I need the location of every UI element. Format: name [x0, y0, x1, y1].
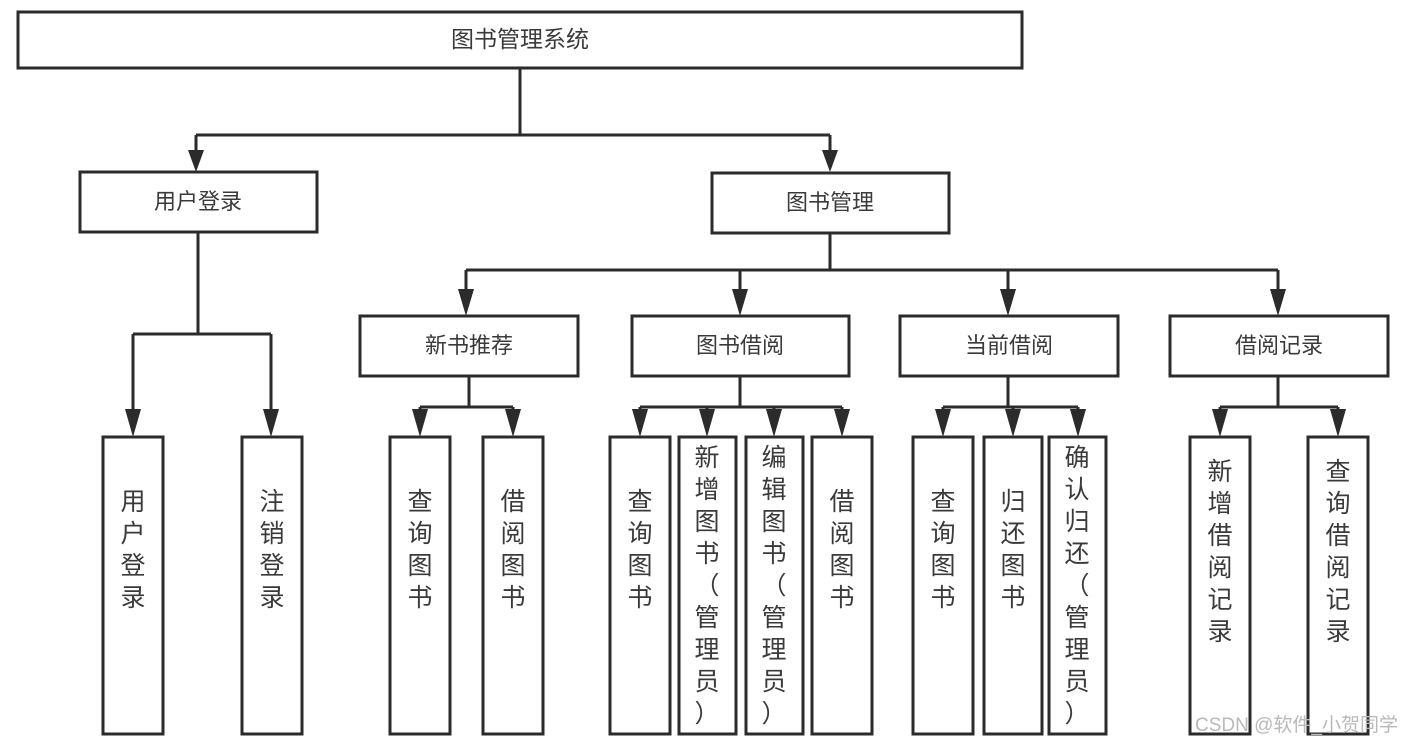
- node-new-book-recommend-box: [358, 314, 580, 378]
- leaf-node-borrow-query[interactable]: 查询图书: [608, 435, 672, 736]
- leaf-node-current-confirm-return-label: 确认归还（管理员）: [1064, 444, 1089, 728]
- arrow-book-borrow-leaf3: [766, 409, 782, 437]
- leaf-node-borrow-borrow-book[interactable]: 借阅图书: [810, 435, 874, 736]
- leaf-node-newbook-query[interactable]: 查询图书: [388, 435, 452, 736]
- leaf-node-newbook-borrow-box: [481, 435, 545, 736]
- node-book-borrow-label: 图书借阅: [696, 333, 784, 358]
- leaf-node-user-logout-label: 注销登录: [259, 488, 284, 612]
- arrow-user-login-leaf1: [125, 409, 141, 437]
- node-borrow-record-box: [1168, 314, 1390, 378]
- leaf-node-record-add-box: [1188, 435, 1252, 736]
- node-borrow-record-label: 借阅记录: [1235, 333, 1323, 358]
- node-borrow-record[interactable]: 借阅记录: [1168, 314, 1390, 378]
- leaf-node-borrow-borrow-book-label: 借阅图书: [829, 488, 854, 612]
- arrow-borrow-record-leaf1: [1212, 409, 1228, 437]
- node-current-borrow[interactable]: 当前借阅: [898, 314, 1120, 378]
- leaf-node-current-confirm-return-box: [1047, 435, 1108, 736]
- leaf-node-borrow-edit-book-box: [744, 435, 805, 736]
- leaf-node-user-logout[interactable]: 注销登录: [240, 435, 304, 736]
- node-user-login-box: [78, 170, 319, 234]
- leaf-node-current-query-label: 查询图书: [930, 488, 955, 612]
- connector-layer: [125, 68, 1346, 437]
- node-book-borrow-box: [630, 314, 851, 378]
- csdn-watermark: CSDN @软件_小贺同学: [1195, 714, 1398, 736]
- leaf-node-borrow-query-label: 查询图书: [627, 488, 652, 612]
- leaf-node-user-login-login-box: [101, 435, 165, 736]
- arrow-current-borrow-leaf1: [935, 409, 951, 437]
- arrow-user-login-leaf2: [263, 409, 279, 437]
- leaf-node-current-return[interactable]: 归还图书: [982, 435, 1044, 736]
- leaf-node-current-confirm-return[interactable]: 确认归还（管理员）: [1047, 435, 1108, 736]
- leaf-node-user-login-login-label: 用户登录: [120, 488, 145, 612]
- leaf-node-newbook-query-label: 查询图书: [407, 488, 432, 612]
- leaf-node-borrow-borrow-book-box: [810, 435, 874, 736]
- node-book-management-label: 图书管理: [786, 190, 874, 215]
- arrow-to-new-book: [458, 289, 474, 316]
- arrow-book-borrow-leaf1: [632, 409, 648, 437]
- leaf-node-newbook-query-box: [388, 435, 452, 736]
- arrow-to-borrow-record: [1270, 289, 1286, 316]
- leaf-node-borrow-add-book-box: [677, 435, 738, 736]
- node-root-system[interactable]: 图书管理系统: [16, 10, 1024, 70]
- arrow-root-to-user-login: [188, 150, 204, 172]
- node-user-login-label: 用户登录: [154, 189, 242, 214]
- leaf-node-record-query-box: [1306, 435, 1370, 736]
- leaf-node-record-query-label: 查询借阅记录: [1325, 458, 1350, 646]
- leaf-node-current-return-label: 归还图书: [1000, 488, 1025, 612]
- arrow-to-current-borrow: [1000, 289, 1016, 316]
- leaf-node-borrow-query-box: [608, 435, 672, 736]
- arrow-current-borrow-leaf3: [1070, 409, 1086, 437]
- leaf-node-record-query[interactable]: 查询借阅记录: [1306, 435, 1370, 736]
- leaf-node-newbook-borrow[interactable]: 借阅图书: [481, 435, 545, 736]
- leaf-node-record-add[interactable]: 新增借阅记录: [1188, 435, 1252, 736]
- node-book-management-box: [710, 171, 951, 235]
- node-user-login[interactable]: 用户登录: [78, 170, 319, 234]
- arrow-new-book-leaf1: [412, 409, 428, 437]
- arrow-book-borrow-leaf2: [699, 409, 715, 437]
- leaf-node-borrow-add-book[interactable]: 新增图书（管理员）: [677, 435, 738, 736]
- leaf-node-current-query[interactable]: 查询图书: [911, 435, 975, 736]
- leaf-node-borrow-edit-book[interactable]: 编辑图书（管理员）: [744, 435, 805, 736]
- arrow-new-book-leaf2: [505, 409, 521, 437]
- node-book-management[interactable]: 图书管理: [710, 171, 951, 235]
- node-new-book-recommend-label: 新书推荐: [425, 333, 513, 358]
- node-root-system-box: [16, 10, 1024, 70]
- arrow-root-to-book-mgmt: [822, 150, 838, 172]
- leaf-node-newbook-borrow-label: 借阅图书: [500, 488, 525, 612]
- node-book-borrow[interactable]: 图书借阅: [630, 314, 851, 378]
- node-root-system-label: 图书管理系统: [451, 26, 589, 52]
- node-current-borrow-box: [898, 314, 1120, 378]
- leaf-node-borrow-add-book-label: 新增图书（管理员）: [694, 444, 719, 728]
- arrow-to-book-borrow: [732, 289, 748, 316]
- leaf-node-record-add-label: 新增借阅记录: [1207, 458, 1232, 646]
- leaf-node-borrow-edit-book-label: 编辑图书（管理员）: [761, 444, 786, 728]
- leaf-node-user-login-login[interactable]: 用户登录: [101, 435, 165, 736]
- leaf-node-current-query-box: [911, 435, 975, 736]
- leaf-node-current-return-box: [982, 435, 1044, 736]
- arrow-book-borrow-leaf4: [834, 409, 850, 437]
- arrow-current-borrow-leaf2: [1005, 409, 1021, 437]
- node-current-borrow-label: 当前借阅: [965, 333, 1053, 358]
- arrow-borrow-record-leaf2: [1330, 409, 1346, 437]
- node-new-book-recommend[interactable]: 新书推荐: [358, 314, 580, 378]
- leaf-node-user-logout-box: [240, 435, 304, 736]
